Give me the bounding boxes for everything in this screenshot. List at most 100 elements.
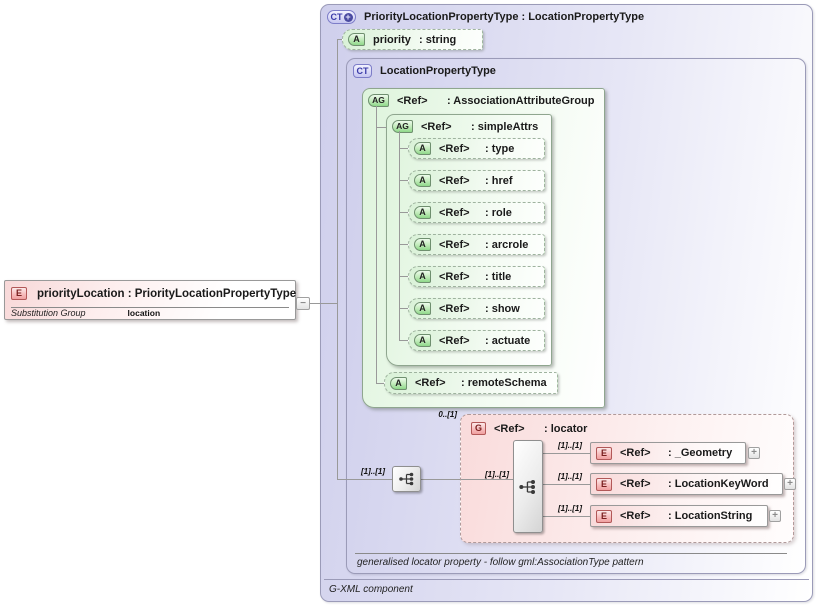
connector-line [399,180,408,181]
attribute-type: : string [419,33,457,46]
element-name: <Ref> [620,478,651,490]
expand-icon: + [787,478,793,489]
connector-line [376,127,386,128]
expand-button[interactable]: + [784,478,796,490]
expand-button[interactable]: + [769,510,781,522]
element-badge: E [11,287,27,300]
collapse-button[interactable]: − [296,297,310,310]
attribute-badge: A [390,376,407,390]
group-ref-type: : locator [544,422,588,435]
attribute-type: : remoteSchema [461,377,547,389]
element-row-locationkeyword[interactable]: E <Ref> : LocationKeyWord [590,473,783,495]
substitution-group-value[interactable]: location [127,307,161,318]
attribute-row-href[interactable]: A <Ref> : href [408,170,545,191]
attribute-badge: A [414,334,431,347]
complextype-badge: CT [353,64,372,78]
attribute-name: <Ref> [439,238,470,251]
sequence-compositor[interactable] [392,466,421,492]
group-ref-name: <Ref> [494,422,525,435]
connector-line [376,383,384,384]
annotation-divider [355,553,787,554]
connector-line [399,308,408,309]
attribute-type: : actuate [485,334,531,347]
attribute-badge: A [414,238,431,251]
connector-line [399,244,408,245]
main-element-header: E priorityLocation : PriorityLocationPro… [5,281,297,306]
footer-divider [324,579,809,580]
element-name: <Ref> [620,510,651,522]
attribute-name: <Ref> [439,270,470,283]
attribute-row-show[interactable]: A <Ref> : show [408,298,545,319]
divider [11,307,289,308]
attribute-name: <Ref> [439,302,470,315]
group-ref-type: : simpleAttrs [471,120,539,133]
attribute-type: : arcrole [485,238,529,251]
footer-label: G-XML component [329,584,413,595]
attribute-badge: A [414,270,431,283]
connector-line [399,276,408,277]
cardinality-label: [1]..[1] [361,467,385,476]
attribute-type: : show [485,302,520,315]
attribute-row-title[interactable]: A <Ref> : title [408,266,545,287]
element-row-locationstring[interactable]: E <Ref> : LocationString [590,505,768,527]
cardinality-label: [1]..[1] [558,472,582,481]
connector-line [399,212,408,213]
main-element[interactable]: E priorityLocation : PriorityLocationPro… [4,280,296,320]
connector-line [399,340,408,341]
attribute-type: : role [485,206,512,219]
group-badge: G [471,422,486,435]
collapse-icon: − [300,297,306,309]
attribute-name: <Ref> [439,206,470,219]
attribute-name: <Ref> [439,174,470,187]
connector-line [543,516,590,517]
connector-line [461,479,513,480]
attribute-badge: A [414,206,431,219]
expand-icon: + [751,447,757,458]
attribute-type: : href [485,174,513,187]
connector-line [543,484,590,485]
sequence-icon [519,479,535,494]
attribute-badge: A [414,302,431,315]
inner-complextype-title: LocationPropertyType [380,65,496,77]
element-badge: E [596,446,612,460]
attribute-row-type[interactable]: A <Ref> : type [408,138,545,159]
locator-group-header: G <Ref> : locator [461,415,793,435]
cardinality-label: [1]..[1] [558,441,582,450]
element-row-geometry[interactable]: E <Ref> : _Geometry [590,442,746,464]
connector-line [376,106,377,384]
attribute-row-actuate[interactable]: A <Ref> : actuate [408,330,545,351]
attribute-group-badge: AG [368,94,389,107]
element-type: : LocationKeyWord [668,478,769,490]
inner-complextype-header: CT LocationPropertyType [347,59,805,78]
expand-button[interactable]: + [748,447,760,459]
element-type: : _Geometry [668,447,733,459]
outer-complextype-title: PriorityLocationPropertyType : LocationP… [364,11,645,23]
attribute-type: : title [485,270,512,283]
inner-annotation: generalised locator property - follow gm… [357,557,644,568]
priority-attribute[interactable]: A priority : string [342,29,483,50]
cardinality-label: [1]..[1] [558,504,582,513]
complextype-derived-badge: CT+ [327,10,356,24]
group-ref-type: : AssociationAttributeGroup [447,94,595,107]
complextype-badge-label: CT [330,11,343,22]
element-badge: E [596,477,612,491]
connector-line [337,479,392,480]
group-ref-name: <Ref> [421,120,452,133]
attribute-group-badge: AG [392,120,413,133]
association-attribute-group-header: AG <Ref> : AssociationAttributeGroup [363,89,604,107]
connector-line [310,303,337,304]
attribute-row-arcrole[interactable]: A <Ref> : arcrole [408,234,545,255]
group-ref-name: <Ref> [397,94,428,107]
simple-attrs-header: AG <Ref> : simpleAttrs [387,115,551,133]
outer-complextype-header: CT+ PriorityLocationPropertyType : Locat… [321,5,812,24]
attribute-row-remoteschema[interactable]: A <Ref> : remoteSchema [384,372,558,394]
connector-line [337,39,343,40]
attribute-row-role[interactable]: A <Ref> : role [408,202,545,223]
connector-line [337,39,338,480]
cardinality-label: 0..[1] [438,410,457,419]
main-element-title: priorityLocation : PriorityLocationPrope… [37,287,297,300]
sequence-compositor[interactable] [513,440,543,533]
derivation-plus-icon: + [343,11,353,22]
attribute-badge: A [414,142,431,155]
